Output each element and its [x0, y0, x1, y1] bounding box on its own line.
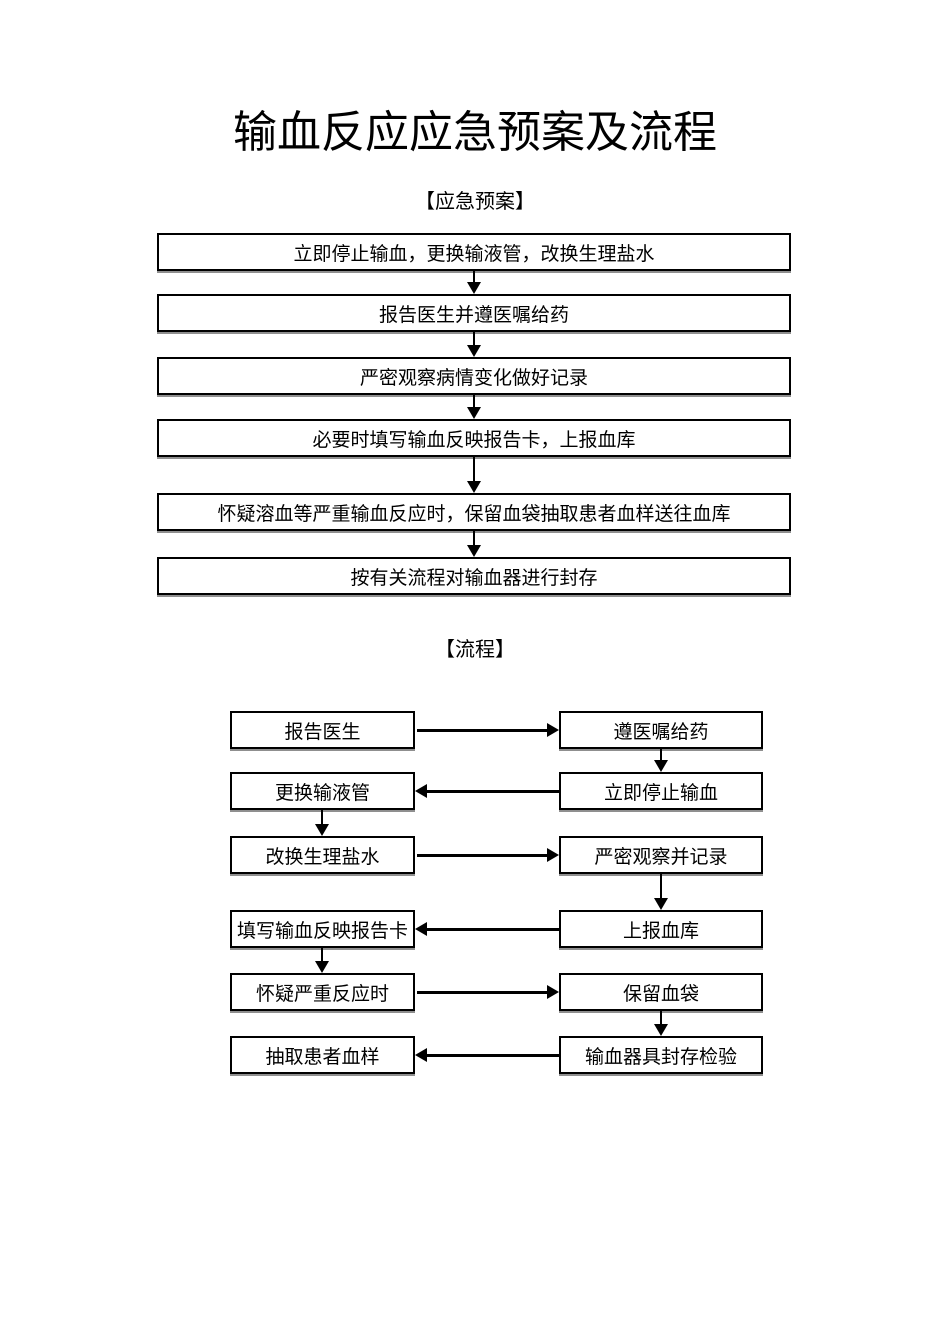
flow-box-draw-patient-sample: 抽取患者血样: [230, 1036, 415, 1074]
plan-step-1-box: 立即停止输血，更换输液管，改换生理盐水: [157, 233, 791, 271]
flow-box-switch-saline: 改换生理盐水: [230, 836, 415, 874]
plan-step-2-box: 报告医生并遵医嘱给药: [157, 294, 791, 332]
page-title: 输血反应应急预案及流程: [233, 108, 717, 157]
plan-step-4-box: 必要时填写输血反映报告卡，上报血库: [157, 419, 791, 457]
flow-box-observe-record: 严密观察并记录: [559, 836, 763, 874]
flow-box-report-doctor: 报告医生: [230, 711, 415, 749]
flow-box-change-tube: 更换输液管: [230, 772, 415, 810]
flow-box-seal-transfusion-set: 输血器具封存检验: [559, 1036, 763, 1074]
flow-section-header: 【流程】: [435, 639, 515, 661]
flow-box-report-blood-bank: 上报血库: [559, 910, 763, 948]
plan-step-5-box: 怀疑溶血等严重输血反应时，保留血袋抽取患者血样送往血库: [157, 493, 791, 531]
plan-section-header: 【应急预案】: [415, 191, 535, 213]
flow-box-keep-blood-bag: 保留血袋: [559, 973, 763, 1011]
plan-step-3-box: 严密观察病情变化做好记录: [157, 357, 791, 395]
plan-step-6-box: 按有关流程对输血器进行封存: [157, 557, 791, 595]
flow-box-stop-transfusion: 立即停止输血: [559, 772, 763, 810]
flow-box-give-medicine: 遵医嘱给药: [559, 711, 763, 749]
flow-box-fill-report-card: 填写输血反映报告卡: [230, 910, 415, 948]
flow-box-suspect-severe-reaction: 怀疑严重反应时: [230, 973, 415, 1011]
